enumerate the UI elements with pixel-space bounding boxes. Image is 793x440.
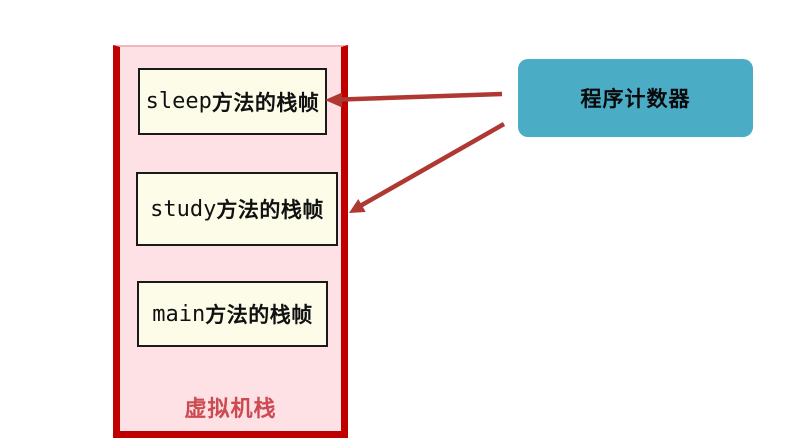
frame-main-latin-label: main	[152, 301, 206, 327]
program-counter-label: 程序计数器	[580, 87, 691, 111]
arrow-pc-to-sleep-frame	[325, 91, 503, 108]
frame-sleep-cjk-label: 方法的栈帧	[211, 90, 320, 115]
vm-stack-label: 虚拟机栈	[184, 397, 277, 422]
frame-study-cjk-label: 方法的栈帧	[216, 198, 324, 222]
frame-main-cjk-label: 方法的栈帧	[205, 303, 313, 327]
arrow-pc-to-study-frame	[349, 122, 506, 213]
program-counter-box: 程序计数器	[518, 59, 753, 137]
frame-study-latin-label: study	[150, 196, 217, 222]
frame-sleep-latin-label: sleep	[145, 89, 212, 114]
